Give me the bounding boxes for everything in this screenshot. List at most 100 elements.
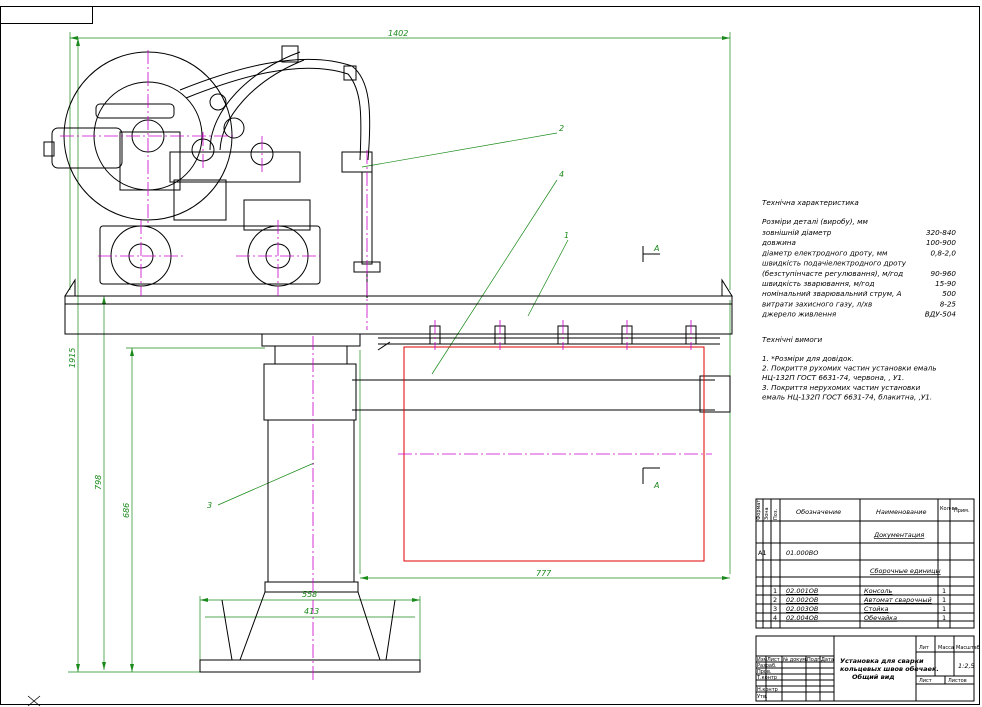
dim-height-total: 1915 [68, 348, 77, 368]
col-pos: Поз. [773, 509, 779, 520]
item-qty: 1 [942, 587, 946, 595]
item-name: Обечайка [864, 614, 897, 622]
dim-width-total: 1402 [388, 29, 408, 38]
callout-3: 3 [207, 501, 212, 510]
carriage-arm [169, 151, 301, 183]
tech-row-value: 100-900 [926, 238, 956, 247]
col-note: Прим. [954, 508, 970, 514]
spec-table [755, 498, 975, 629]
corner-stamp [0, 6, 93, 24]
item-designation: 02.001ОВ [786, 587, 819, 595]
section-label-bottom: A [653, 481, 659, 490]
column-head [263, 363, 357, 421]
section-label-top: A [653, 244, 659, 253]
cursor-icon [27, 695, 41, 707]
title-line-2: кольцевых швов обечаек. [840, 665, 939, 673]
col-designation: Обозначение [796, 508, 841, 516]
col-format: Формат [756, 500, 762, 520]
section-marks [642, 246, 660, 484]
callout-2: 2 [559, 124, 564, 133]
tech-title: Технічна характеристика [762, 198, 859, 207]
dim-base-558: 558 [302, 590, 317, 599]
item-name: Стойка [864, 605, 888, 613]
dim-length-777: 777 [536, 569, 552, 578]
row-izm: Изм [757, 657, 767, 663]
tech-row-label: витрати захисного газу, л/хв [762, 299, 872, 308]
column-base [239, 591, 381, 661]
tech-row-value: 0,8-2,0 [931, 248, 957, 257]
item-name: Автомат сварочный [863, 596, 932, 604]
item-pos: 2 [773, 596, 777, 604]
dimension-lines [68, 32, 731, 673]
item-designation: 02.003ОВ [786, 605, 819, 613]
sheets-label: Листов [948, 678, 967, 684]
item-designation: 02.004ОВ [786, 614, 819, 622]
tech-row-value: 8-25 [940, 299, 957, 308]
tech-row-value: ВДУ-504 [925, 310, 957, 319]
tech-row-value: 90-960 [931, 269, 957, 278]
tech-row-label: (безступінчасте регулювання), м/год [762, 269, 903, 278]
section-assemblies: Сборочные единицы [870, 567, 941, 575]
sub-sheet: Лист [767, 657, 780, 663]
col-name: Наименование [876, 508, 927, 516]
scale-value: 1:2,5 [958, 662, 975, 670]
doc-format: А1 [758, 549, 767, 557]
section-documentation: Документация [873, 531, 924, 539]
col-scale: Масштаб [956, 645, 980, 651]
item-name: Консоль [864, 587, 893, 595]
sub-doc: № докум. [783, 657, 808, 663]
row-razrab: Разраб. [757, 663, 777, 669]
tech-requirements: Технічні вимоги 1. *Розміри для довідок.… [762, 335, 937, 401]
center-lines [60, 50, 712, 680]
item-qty: 1 [942, 614, 946, 622]
dimension-arrows [70, 36, 730, 672]
dim-height-686: 686 [122, 503, 131, 518]
title-line-1: Установка для сварки [840, 657, 924, 665]
dim-height-798: 798 [94, 475, 103, 490]
sub-date: Дата [821, 657, 834, 663]
col-qty: Кол-во [940, 506, 958, 512]
tech-row-label: швидкість подачіелектродного дроту [762, 259, 907, 268]
sheet-border [0, 6, 980, 705]
title-block [755, 635, 975, 702]
req-line: НЦ-132П ГОСТ 6631-74, червона, , У1. [762, 373, 904, 382]
req-title: Технічні вимоги [762, 335, 822, 344]
tech-row-label: довжина [761, 238, 796, 247]
tech-group-label: Розміри деталі (виробу), мм [762, 217, 869, 226]
item-pos: 4 [773, 614, 777, 622]
item-qty: 1 [942, 596, 946, 604]
row-prov: Пров. [757, 669, 772, 675]
title-line-3: Общий вид [852, 673, 895, 681]
item-pos: 3 [773, 605, 777, 613]
doc-designation: 01.000ВО [786, 549, 818, 557]
tech-row-label: діаметр електродного дроту, мм [761, 248, 888, 257]
callout-4: 4 [559, 170, 564, 179]
row-utv: Утв. [757, 694, 768, 700]
tech-characteristics: Технічна характеристика Розміри деталі (… [761, 198, 956, 319]
tech-row-label: джерело живлення [761, 310, 837, 319]
sub-sign: Подп. [807, 657, 823, 663]
row-tkontr: Т.контр [756, 675, 777, 681]
spec-table-text: Формат Зона Поз. Обозначение Наименовани… [756, 500, 970, 622]
sheet-label: Лист [919, 678, 932, 684]
tech-row-label: номінальний зварювальний струм, А [762, 289, 902, 298]
row-nkontr: Н.контр [757, 687, 778, 693]
title-block-text: Установка для сварки кольцевых швов обеч… [756, 645, 980, 700]
col-zone: Зона [764, 507, 770, 520]
req-line: емаль НЦ-132П ГОСТ 6631-74, блакитна, ,У… [762, 392, 932, 401]
tech-row-value: 320-840 [926, 228, 956, 237]
col-mass: Масса [938, 645, 954, 651]
tech-row-value: 500 [942, 289, 956, 298]
console-beam [64, 295, 733, 335]
col-lit: Лит [919, 645, 929, 651]
motor [51, 127, 123, 169]
tech-row-value: 15-90 [935, 279, 956, 288]
dim-base-413: 413 [304, 607, 319, 616]
tech-row-label: швидкість зварювання, м/год [762, 279, 874, 288]
column [267, 419, 355, 583]
req-line: 2. Покриття рухомих частин установки ема… [762, 364, 937, 373]
item-designation: 02.002ОВ [786, 596, 819, 604]
tech-row-label: зовнішній діаметр [762, 228, 832, 237]
item-pos: 1 [773, 587, 777, 595]
